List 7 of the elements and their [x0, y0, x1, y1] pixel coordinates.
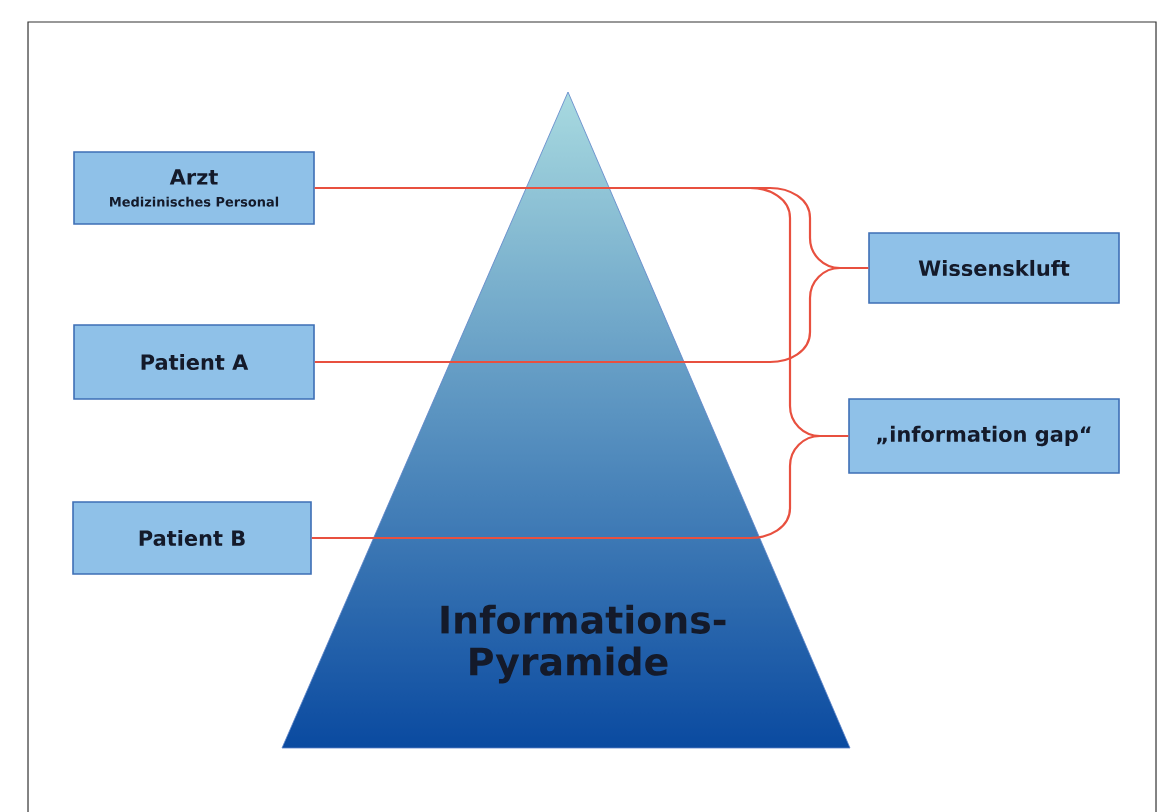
connector [314, 266, 869, 364]
label-box: Patient A [73, 324, 315, 400]
pyramid-title: Informations- Pyramide [441, 604, 726, 684]
label-box: Patient B [72, 501, 312, 575]
label-box: „information gap“ [848, 398, 1120, 474]
label-box: Wissenskluft [868, 232, 1120, 304]
connector [311, 434, 849, 540]
